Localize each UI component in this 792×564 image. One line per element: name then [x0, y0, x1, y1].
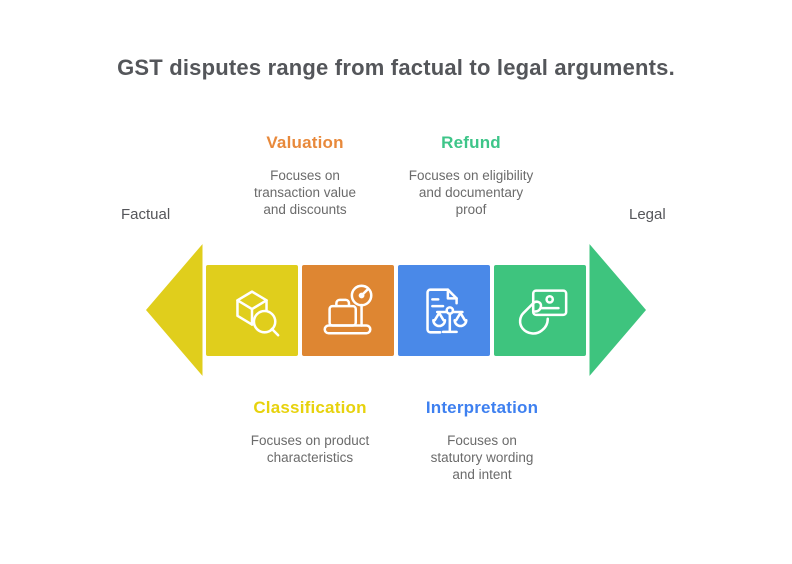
scale-luggage-icon: [323, 284, 373, 335]
stage-box-refund: [492, 263, 588, 358]
callout-description: Focuses on eligibility and documentary p…: [408, 168, 534, 217]
callout-refund: Refund Focuses on eligibility and docume…: [385, 133, 557, 218]
right-arrow: [586, 238, 650, 382]
stage-box-classification: [204, 263, 300, 358]
cube-magnifier-icon: [236, 289, 280, 336]
callout-description: Focuses on product characteristics: [250, 433, 370, 465]
document-balance-icon: [426, 287, 468, 334]
callout-interpretation: Interpretation Focuses on statutory word…: [396, 398, 568, 483]
callout-heading: Valuation: [266, 133, 344, 152]
axis-label-legal: Legal: [629, 206, 666, 223]
callout-heading: Classification: [253, 398, 367, 417]
stage-box-valuation: [300, 263, 396, 358]
callout-description: Focuses on statutory wording and intent: [430, 433, 534, 482]
left-arrow: [142, 238, 206, 382]
stage-box-interpretation: [396, 263, 492, 358]
callout-classification: Classification Focuses on product charac…: [224, 398, 396, 466]
left-arrow-shape: [142, 238, 206, 382]
axis-label-factual: Factual: [121, 206, 171, 223]
callout-valuation: Valuation Focuses on transaction value a…: [219, 133, 391, 218]
callout-heading: Interpretation: [425, 398, 539, 417]
stage-row: [204, 263, 588, 358]
page-title: GST disputes range from factual to legal…: [117, 55, 675, 80]
callout-description: Focuses on transaction value and discoun…: [253, 168, 357, 217]
callout-heading: Refund: [441, 133, 501, 152]
hand-card-icon: [518, 288, 568, 335]
right-arrow-shape: [586, 238, 650, 382]
